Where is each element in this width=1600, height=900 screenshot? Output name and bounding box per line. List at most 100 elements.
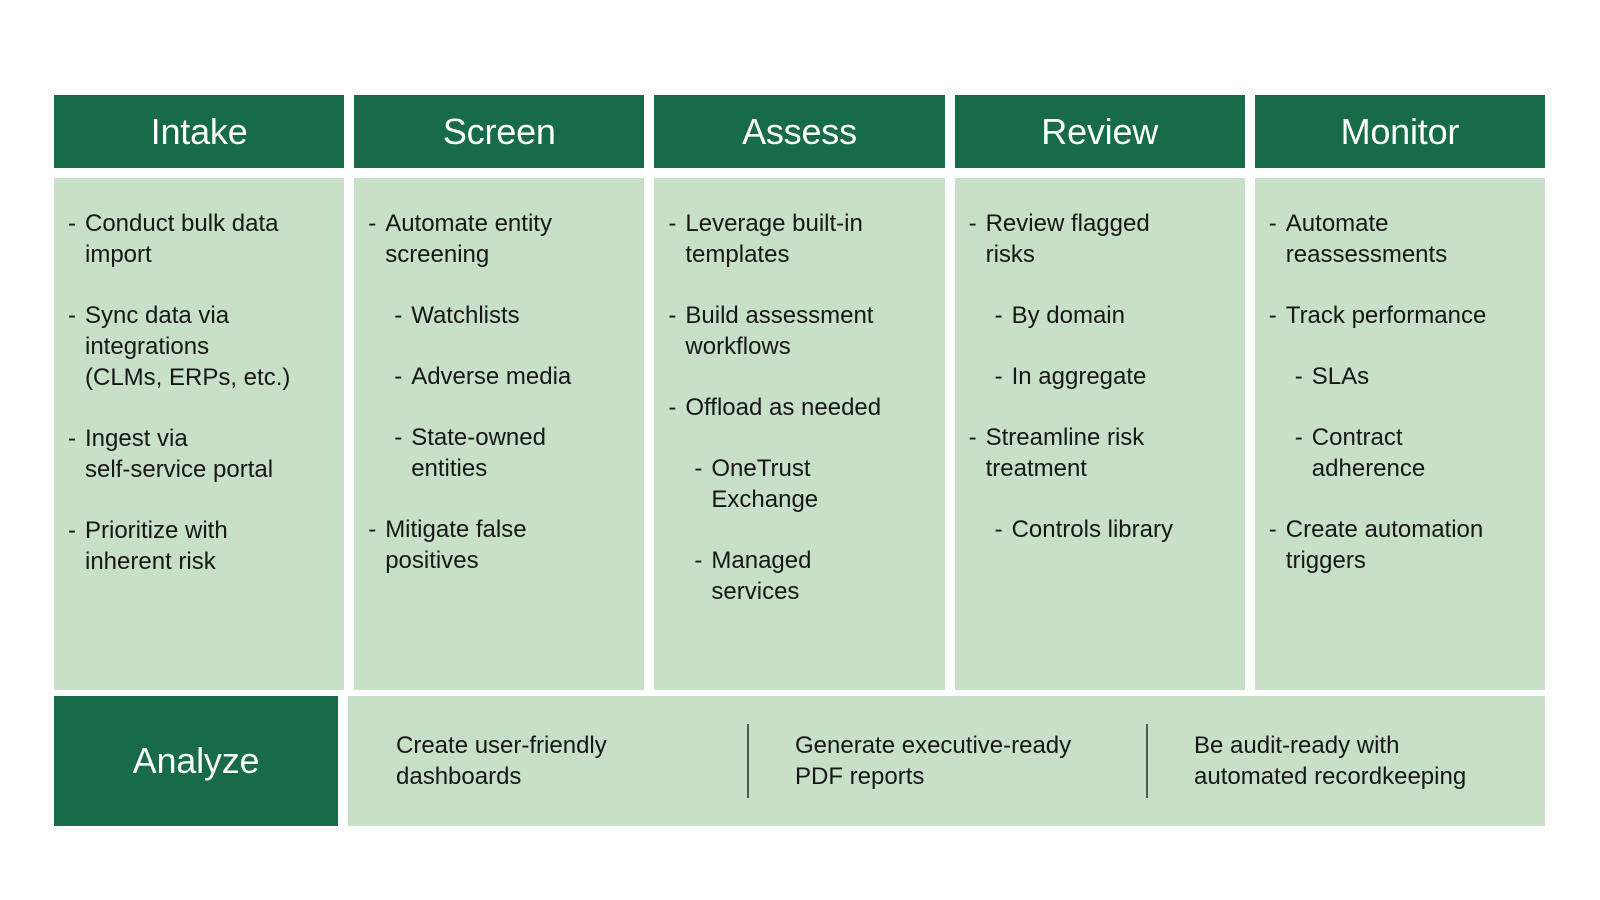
analyze-header: Analyze	[54, 696, 338, 826]
bullet-dash-icon: -	[694, 455, 703, 482]
bullet-dash-icon: -	[368, 516, 377, 543]
bullet-item: -Contract adherence	[1269, 422, 1531, 484]
bullet-dash-icon: -	[668, 210, 677, 237]
bullet-dash-icon: -	[1268, 302, 1277, 329]
stage-column-screen: Screen-Automate entity screening-Watchli…	[354, 95, 645, 690]
bullet-text: Track performance	[1285, 302, 1487, 329]
bullet-item: -Leverage built-in templates	[668, 208, 930, 270]
bullet-item: -Conduct bulk data import	[68, 208, 330, 270]
bullet-dash-icon: -	[994, 302, 1003, 329]
bullet-item: -By domain	[969, 300, 1231, 331]
bullet-text: Build assessment workflows	[685, 302, 874, 360]
stage-header-monitor: Monitor	[1254, 95, 1545, 168]
bullet-item: -Build assessment workflows	[668, 300, 930, 362]
analyze-item: Create user-friendly dashboards	[348, 696, 747, 826]
bullet-item: -OneTrust Exchange	[668, 453, 930, 515]
bullet-text: Watchlists	[411, 302, 520, 329]
bullet-item: -State-owned entities	[368, 422, 630, 484]
bullet-text: Prioritize with inherent risk	[85, 517, 228, 575]
analyze-panel: Create user-friendly dashboards Generate …	[348, 696, 1545, 826]
bullet-text: Contract adherence	[1311, 424, 1426, 482]
bullet-item: -Watchlists	[368, 300, 630, 331]
stage-body-review: -Review flagged risks-By domain-In aggre…	[954, 178, 1245, 690]
bullet-text: Leverage built-in templates	[685, 210, 863, 268]
bullet-text: Adverse media	[411, 363, 572, 390]
stage-body-screen: -Automate entity screening-Watchlists-Ad…	[354, 178, 645, 690]
bullet-dash-icon: -	[1294, 363, 1303, 390]
analyze-item: Be audit-ready with automated recordkeep…	[1146, 696, 1545, 826]
bullet-dash-icon: -	[394, 302, 403, 329]
bullet-text: State-owned entities	[411, 424, 546, 482]
stage-column-monitor: Monitor-Automate reassessments-Track per…	[1254, 95, 1545, 690]
analyze-item-text: Generate executive-ready PDF reports	[795, 732, 1072, 790]
bullet-item: -Adverse media	[368, 361, 630, 392]
bullet-dash-icon: -	[68, 425, 76, 452]
bullet-dash-icon: -	[968, 210, 977, 237]
bullet-list: -Automate reassessments-Track performanc…	[1269, 208, 1531, 576]
bullet-text: Controls library	[1011, 516, 1173, 543]
bullet-item: -Create automation triggers	[1269, 514, 1531, 576]
bullet-text: Sync data via integrations (CLMs, ERPs, …	[85, 302, 291, 391]
stage-column-review: Review-Review flagged risks-By domain-In…	[954, 95, 1245, 690]
bullet-list: -Conduct bulk data import-Sync data via …	[68, 208, 330, 577]
bullet-item: -Controls library	[969, 514, 1231, 545]
bullet-dash-icon: -	[368, 210, 377, 237]
bullet-item: -Offload as needed	[668, 392, 930, 423]
bullet-text: Automate entity screening	[385, 210, 552, 268]
bullet-item: -Mitigate false positives	[368, 514, 630, 576]
analyze-row: Analyze Create user-friendly dashboards G…	[54, 696, 1545, 826]
bullet-text: SLAs	[1311, 363, 1370, 390]
bullet-item: -Review flagged risks	[969, 208, 1231, 270]
analyze-gap	[338, 696, 348, 826]
bullet-dash-icon: -	[1268, 210, 1277, 237]
analyze-item-text: Create user-friendly dashboards	[396, 732, 607, 790]
bullet-dash-icon: -	[68, 210, 76, 237]
bullet-item: -Streamline risk treatment	[969, 422, 1231, 484]
bullet-text: Managed services	[711, 547, 812, 605]
bullet-dash-icon: -	[994, 516, 1003, 543]
bullet-text: Offload as needed	[685, 394, 882, 421]
analyze-item: Generate executive-ready PDF reports	[747, 696, 1146, 826]
bullet-item: -Automate reassessments	[1269, 208, 1531, 270]
stage-column-intake: Intake-Conduct bulk data import-Sync dat…	[54, 95, 345, 690]
bullet-dash-icon: -	[668, 302, 677, 329]
stage-header-review: Review	[954, 95, 1245, 168]
bullet-text: Conduct bulk data import	[85, 210, 279, 268]
bullet-dash-icon: -	[68, 517, 76, 544]
bullet-dash-icon: -	[694, 547, 703, 574]
bullet-dash-icon: -	[668, 394, 677, 421]
analyze-item-text: Be audit-ready with automated recordkeep…	[1194, 732, 1467, 790]
stage-header-screen: Screen	[354, 95, 645, 168]
bullet-dash-icon: -	[68, 302, 76, 329]
bullet-item: -In aggregate	[969, 361, 1231, 392]
bullet-text: Ingest via self-service portal	[85, 425, 274, 483]
bullet-text: By domain	[1011, 302, 1125, 329]
stage-header-intake: Intake	[54, 95, 345, 168]
bullet-item: -Automate entity screening	[368, 208, 630, 270]
bullet-list: -Leverage built-in templates-Build asses…	[668, 208, 930, 607]
bullet-text: Review flagged risks	[985, 210, 1150, 268]
bullet-dash-icon: -	[394, 363, 403, 390]
bullet-item: -Sync data via integrations (CLMs, ERPs,…	[68, 300, 330, 393]
bullet-item: -Ingest via self-service portal	[68, 423, 330, 485]
bullet-item: -Prioritize with inherent risk	[68, 515, 330, 577]
stage-header-assess: Assess	[654, 95, 945, 168]
stage-body-monitor: -Automate reassessments-Track performanc…	[1254, 178, 1545, 690]
bullet-list: -Review flagged risks-By domain-In aggre…	[969, 208, 1231, 545]
bullet-item: -SLAs	[1269, 361, 1531, 392]
stage-body-assess: -Leverage built-in templates-Build asses…	[654, 178, 945, 690]
bullet-dash-icon: -	[994, 363, 1003, 390]
stage-column-assess: Assess-Leverage built-in templates-Build…	[654, 95, 945, 690]
bullet-dash-icon: -	[1268, 516, 1277, 543]
bullet-dash-icon: -	[968, 424, 977, 451]
bullet-dash-icon: -	[1294, 424, 1303, 451]
bullet-item: -Track performance	[1269, 300, 1531, 331]
stage-body-intake: -Conduct bulk data import-Sync data via …	[54, 178, 345, 690]
bullet-text: Mitigate false positives	[385, 516, 527, 574]
bullet-item: -Managed services	[668, 545, 930, 607]
bullet-text: Automate reassessments	[1285, 210, 1448, 268]
bullet-text: In aggregate	[1011, 363, 1147, 390]
bullet-list: -Automate entity screening-Watchlists-Ad…	[368, 208, 630, 576]
stage-columns: Intake-Conduct bulk data import-Sync dat…	[54, 95, 1545, 690]
